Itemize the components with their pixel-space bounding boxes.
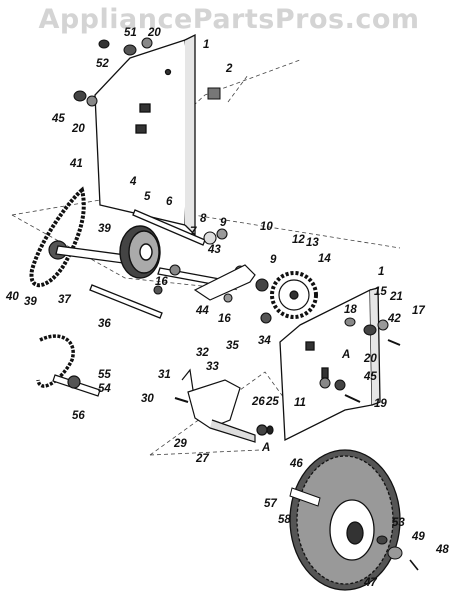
part-label: A [261,442,270,454]
part-label: 47 [363,577,377,589]
part-label: 58 [278,514,291,526]
part-label: 39 [98,223,111,235]
part-label: 49 [411,531,425,543]
part-label: 1 [203,39,209,51]
pulley [119,225,161,279]
detail-axle [52,374,101,397]
right-hardware [319,317,401,403]
part-label: 14 [318,253,331,265]
lower-lever [174,368,274,443]
right-sprocket [270,271,318,319]
part-label: 37 [58,294,71,306]
part-label: 26 [251,396,265,408]
part-label: 12 [292,234,305,246]
part-label: 20 [147,27,161,39]
part-label: 42 [387,313,401,325]
center-bracket [193,264,256,301]
part-label: 45 [51,113,65,125]
part-label: 20 [363,353,377,365]
part-label: 16 [155,276,168,288]
lower-side-plate [279,287,381,442]
wheel-hardware [289,487,419,571]
part-label: 7 [190,226,197,238]
part-label: 54 [98,383,111,395]
part-label: 27 [195,453,209,465]
part-label: 6 [166,196,173,208]
wheel-tire [289,449,401,591]
part-label: 30 [141,393,154,405]
part-label: 48 [435,544,449,556]
part-label: 19 [374,398,387,410]
part-label: 40 [5,291,19,303]
part-label: 18 [344,304,357,316]
part-label: 43 [207,244,221,256]
part-label: 29 [173,438,187,450]
part-label: 4 [129,176,137,188]
part-label: 31 [158,369,171,381]
part-label: 51 [124,27,137,39]
part-label: 57 [264,498,277,510]
part-label: 41 [69,158,83,170]
detail-chain [36,334,75,388]
part-label: 17 [412,305,425,317]
part-label: 45 [363,371,377,383]
part-label: 53 [392,517,405,529]
part-label: 33 [206,361,219,373]
part-label: 55 [98,369,111,381]
watermark: AppliancePartsPros.com [38,4,420,35]
part-label: 44 [195,305,209,317]
part-label: 32 [196,347,209,359]
part-label: 5 [144,191,151,203]
part-label: 34 [258,335,271,347]
part-label: 35 [226,340,239,352]
part-label: 52 [96,58,109,70]
part-label: 8 [200,213,207,225]
part-label: 56 [72,410,85,422]
upper-side-plate [94,33,196,237]
part-label: 39 [24,296,37,308]
part-label: 36 [98,318,111,330]
part-label: 2 [225,63,233,75]
part-label: 25 [265,396,279,408]
top-hardware [73,37,221,107]
part-label: 15 [374,286,387,298]
part-label: 10 [260,221,273,233]
part-label: 16 [218,313,231,325]
part-label: 9 [220,217,227,229]
part-labels: 1 51 20 52 2 45 20 41 4 5 6 8 9 10 39 7 … [5,27,449,589]
part-label: 1 [378,266,384,278]
part-label: 9 [270,254,277,266]
part-label: 20 [71,123,85,135]
part-label: A [341,349,350,361]
drive-chain [29,186,86,288]
part-label: 13 [306,237,319,249]
part-label: 46 [289,458,303,470]
part-label: 11 [294,397,306,409]
part-label: 21 [389,291,403,303]
